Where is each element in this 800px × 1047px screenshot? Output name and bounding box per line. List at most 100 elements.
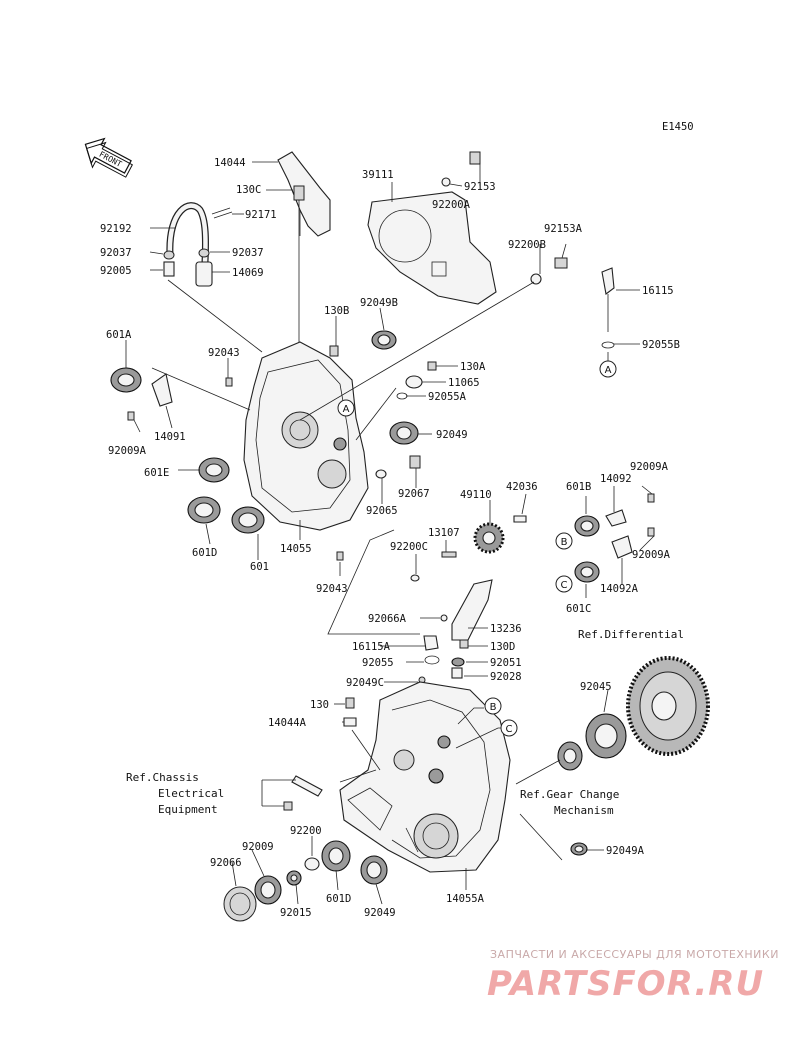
pin-92043-lower [336,551,344,561]
label-13107: 13107 [428,527,460,539]
fitting-92005 [163,261,175,277]
label-92028: 92028 [490,671,522,683]
gear-change-bearing [557,741,583,771]
bolt-92009A-left [127,411,135,421]
label-92192: 92192 [100,223,132,235]
wiring-bracket [291,775,323,797]
oring-92055A [396,392,408,400]
label-92153: 92153 [464,181,496,193]
label-92037-right: 92037 [232,247,264,259]
washer-92200 [304,857,320,871]
callout-a-right: A [599,360,617,378]
ref-gear-change-1: Ref.Gear Change [520,788,619,801]
label-14069: 14069 [232,267,264,279]
seal-92051 [451,657,465,667]
bolt-chassis [283,801,293,811]
cap-11065 [405,375,423,389]
dipstick-16115 [601,267,615,295]
label-92200: 92200 [290,825,322,837]
clip-92037-left [163,250,175,260]
plate-14092A [611,535,633,559]
callout-c-right: C [555,575,573,593]
washer-92200A [441,177,451,187]
clip-92037-right [198,248,210,258]
bearing-601D-upper [187,496,221,524]
bolt-92009A-right-lower [647,527,655,537]
label-92049A: 92049A [606,845,645,857]
label-601D-upper: 601D [192,547,217,559]
label-92066A: 92066A [368,613,407,625]
ref-chassis-1: Ref.Chassis [126,771,199,784]
label-130: 130 [310,699,329,711]
reference-labels: Ref.Differential Ref.Gear Change Mechani… [126,628,684,817]
label-16115: 16115 [642,285,674,297]
seal-92049A [570,842,588,856]
watermark-tagline: ЗАПЧАСТИ И АКСЕССУАРЫ ДЛЯ МОТОТЕХНИКИ [490,948,779,961]
label-601D-lower: 601D [326,893,351,905]
callout-b-right: B [555,532,573,550]
label-130D: 130D [490,641,515,653]
label-92055: 92055 [362,657,394,669]
label-130C: 130C [236,184,261,196]
clamp-92171 [211,207,233,219]
label-130B: 130B [324,305,349,317]
plate-14091 [151,373,173,407]
label-92005: 92005 [100,265,132,277]
label-14044A: 14044A [268,717,307,729]
pin-13107 [441,551,457,558]
label-16115A: 16115A [352,641,391,653]
callout-a-upper: A [337,399,355,417]
svg-text:C: C [561,580,568,591]
label-92049C: 92049C [346,677,384,689]
seal-92049B [371,330,397,350]
label-92066: 92066 [210,857,242,869]
pin-42036 [513,515,527,523]
svg-text:B: B [490,702,497,713]
label-92051: 92051 [490,657,522,669]
label-92043-upper: 92043 [208,347,240,359]
oring-92055 [424,655,440,665]
label-14055: 14055 [280,543,312,555]
ref-differential: Ref.Differential [578,628,684,641]
bearing-601 [231,506,265,534]
pin-92043-upper [225,377,233,387]
label-92049: 92049 [436,429,468,441]
leader-lines [125,160,655,905]
svg-text:A: A [343,404,350,415]
bolt-92009A-right-upper [647,493,655,503]
clamp-14044A [343,717,357,727]
bearing-601D-lower [321,840,351,872]
label-601B: 601B [566,481,591,493]
oring-92055B [601,341,615,349]
bolt-92153A [554,257,568,269]
label-14091: 14091 [154,431,186,443]
bolt-92153 [469,151,481,165]
svg-text:A: A [605,365,612,376]
label-130A: 130A [460,361,486,373]
svg-text:C: C [506,724,513,735]
bearing-601A [110,367,142,393]
label-92153A: 92153A [544,223,583,235]
differential-gear [626,656,710,756]
label-14044: 14044 [214,157,246,169]
cap-92066 [223,886,257,922]
ref-gear-change-2: Mechanism [554,804,614,817]
label-92055A: 92055A [428,391,467,403]
washer-92200B [530,273,542,285]
ref-chassis-2: Electrical [158,787,224,800]
front-arrow-icon: FRONT [84,137,134,178]
label-92015: 92015 [280,907,312,919]
bearing-601E [198,457,230,483]
gasket-39111 [367,191,497,305]
plate-14092 [605,509,627,527]
plug-92067 [409,455,421,469]
label-42036: 42036 [506,481,538,493]
bolt-130 [345,697,355,709]
bolt-130C [293,185,305,201]
label-601: 601 [250,561,269,573]
label-92009A-right-upper: 92009A [630,461,669,473]
separator-14069 [195,261,213,287]
bearing-92045 [585,713,627,759]
bolt-130B [329,345,339,357]
